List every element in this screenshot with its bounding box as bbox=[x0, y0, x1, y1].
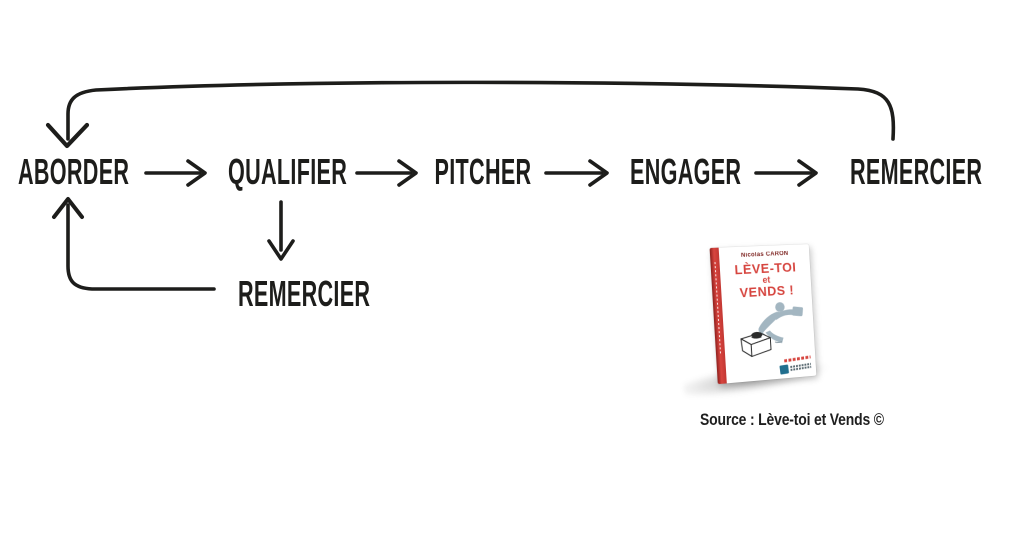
arrow-qualifier-down bbox=[267, 200, 295, 261]
book-front: Nicolas CARON LÈVE-TOI et VENDS ! bbox=[719, 244, 817, 383]
step-qualifier: QUALIFIER bbox=[228, 151, 348, 192]
arrow-qualifier-pitcher bbox=[355, 159, 418, 187]
step-remercier: REMERCIER bbox=[850, 151, 983, 192]
book-cover: Nicolas CARON LÈVE-TOI et VENDS ! bbox=[681, 238, 847, 404]
arrow-engager-remercier bbox=[754, 159, 818, 187]
loop-top-arrow bbox=[45, 80, 896, 149]
loop-bottom-arrow bbox=[52, 197, 216, 291]
book-author: Nicolas CARON bbox=[740, 250, 789, 259]
book-publisher-area bbox=[773, 355, 812, 376]
step-pitcher: PITCHER bbox=[434, 151, 532, 192]
leaping-figure-illustration-icon bbox=[727, 301, 803, 360]
publisher-logo-icon bbox=[773, 361, 812, 376]
arrow-aborder-qualifier bbox=[144, 159, 207, 187]
source-caption: Source : Lève-toi et Vends © bbox=[700, 410, 884, 429]
book: Nicolas CARON LÈVE-TOI et VENDS ! bbox=[709, 244, 817, 385]
step-remercier-early: REMERCIER bbox=[238, 273, 371, 314]
arrow-pitcher-engager bbox=[544, 159, 609, 187]
step-aborder: ABORDER bbox=[17, 151, 130, 192]
step-engager: ENGAGER bbox=[630, 151, 742, 192]
book-title: LÈVE-TOI et VENDS ! bbox=[720, 259, 812, 301]
